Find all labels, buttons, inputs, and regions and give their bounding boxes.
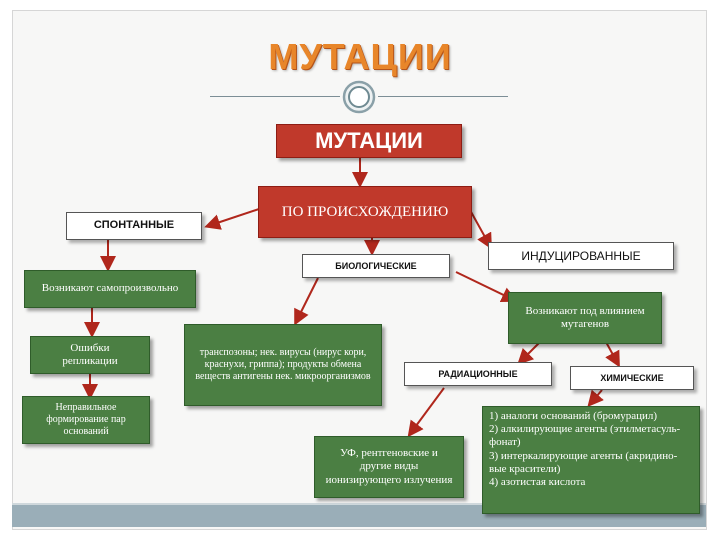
ornament-line-left — [210, 96, 340, 97]
induced-arise-box: Возникают под влиянием мутагенов — [508, 292, 662, 344]
chemical-box: ХИМИЧЕСКИЕ — [570, 366, 694, 390]
origin-classification-box: ПО ПРОИСХОЖДЕНИЮ — [258, 186, 472, 238]
chemical-agent-item: 3) интеркалирующие агенты (акридино-вые … — [489, 449, 678, 475]
wrong-pairs-box: Неправильное формирование пар оснований — [22, 396, 150, 444]
arrow-origin-spontaneous — [204, 207, 263, 230]
spontaneous-arise-box: Возникают самопроизвольно — [24, 270, 196, 308]
radiation-box: РАДИАЦИОННЫЕ — [404, 362, 552, 386]
arrow-induced-arise — [455, 271, 518, 302]
arrow-origin-induced — [469, 209, 492, 250]
arrow-induced-chemical — [605, 341, 620, 368]
biological-agents-box: транспозоны; нек. вирусы (нирус кори, кр… — [184, 324, 382, 406]
chemical-agents-list: 1) аналоги оснований (бромурацил) 2) алк… — [482, 406, 700, 514]
replication-errors-box: Ошибки репликации — [30, 336, 150, 374]
arrow-chemical-agents — [587, 389, 604, 408]
spontaneous-box: СПОНТАННЫЕ — [66, 212, 202, 240]
arrow-biological-agents — [294, 277, 319, 326]
ornament-line-right — [378, 96, 508, 97]
radiation-agents-box: УФ, рентгеновские и другие виды ионизиру… — [314, 436, 464, 498]
chemical-agent-item: 1) аналоги оснований (бромурацил) — [489, 410, 658, 422]
chemical-agent-item: 4) азотистая кислота — [489, 475, 586, 488]
induced-box: ИНДУЦИРОВАННЫЕ — [488, 242, 674, 270]
arrow-radiation-agents — [407, 387, 445, 438]
slide-title: МУТАЦИИ — [268, 36, 452, 77]
ornament-circle-icon — [342, 80, 376, 114]
arrow-induced-radiation — [517, 341, 541, 365]
chemical-agent-item: 2) алкилирующие агенты (этилметасуль-фон… — [489, 423, 681, 449]
footer-divider — [12, 503, 706, 505]
biological-box: БИОЛОГИЧЕСКИЕ — [302, 254, 450, 278]
root-mutations-box: МУТАЦИИ — [276, 124, 462, 158]
